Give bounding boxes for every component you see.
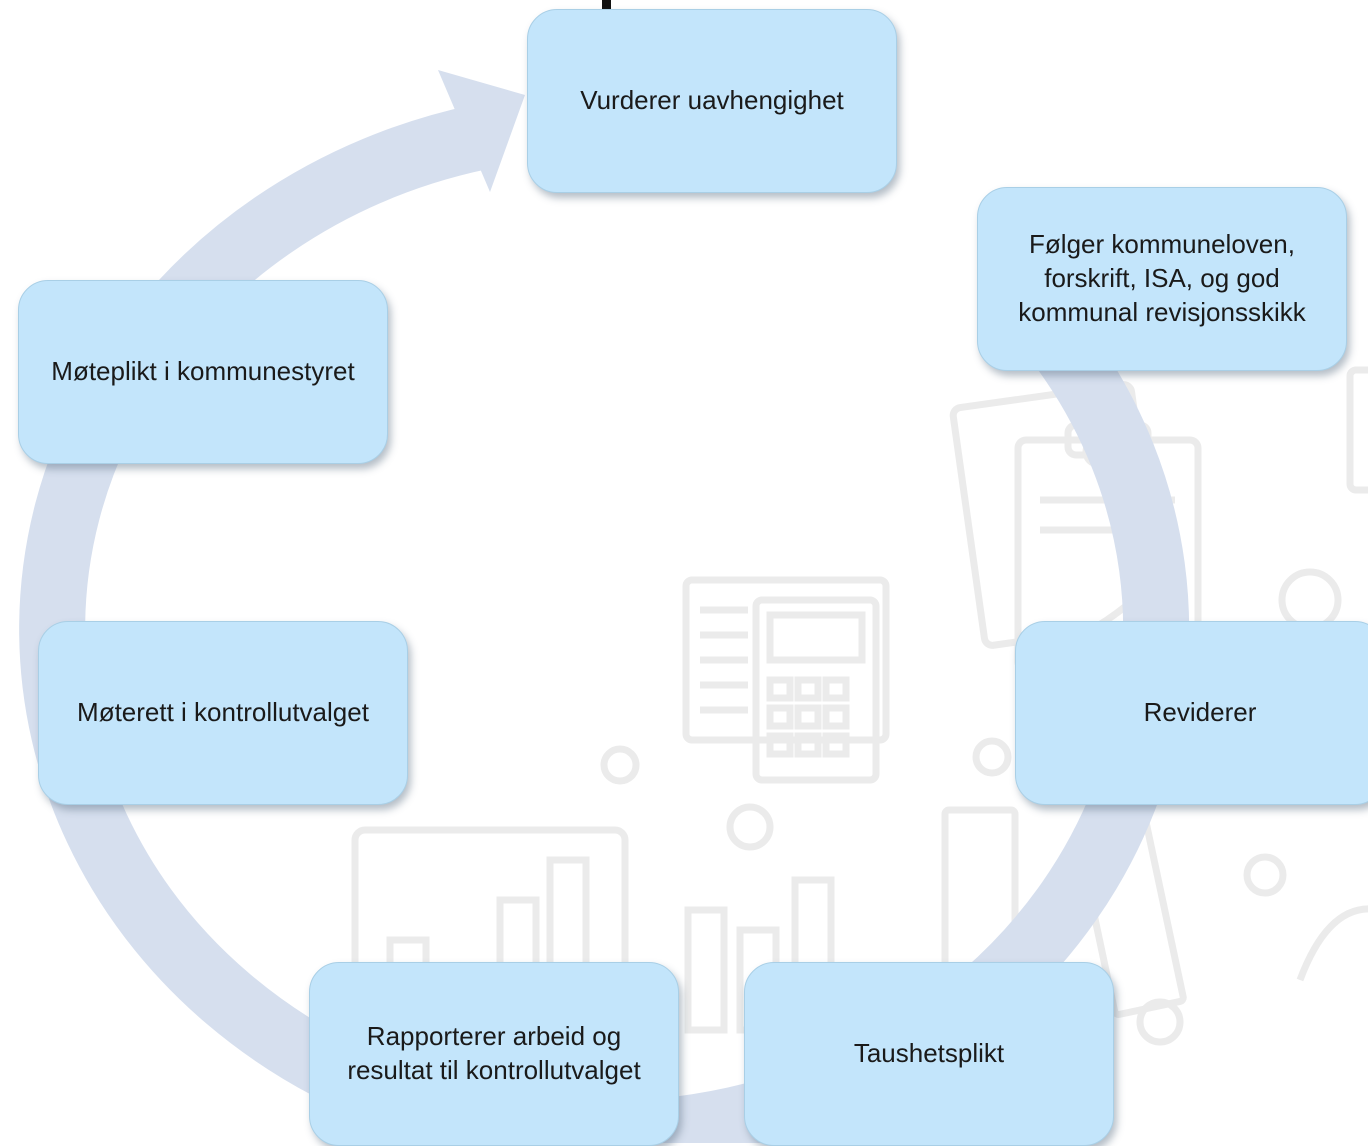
node-taushetsplikt: Taushetsplikt <box>744 962 1114 1146</box>
node-label: Rapporterer arbeid og resultat til kontr… <box>347 1021 641 1085</box>
node-moteplikt: Møteplikt i kommunestyret <box>18 280 388 464</box>
node-reviderer: Reviderer <box>1015 621 1368 805</box>
top-cutoff-mark <box>602 0 611 9</box>
node-label: Taushetsplikt <box>853 1038 1005 1069</box>
node-label: Møteplikt i kommunestyret <box>51 356 355 387</box>
node-rapporterer: Rapporterer arbeid og resultat til kontr… <box>309 962 679 1146</box>
cycle-arrowhead <box>438 70 525 192</box>
node-label: Reviderer <box>1143 697 1257 728</box>
node-label: Møterett i kontrollutvalget <box>77 697 369 728</box>
node-label: Vurderer uavhengighet <box>580 85 844 116</box>
node-moterett: Møterett i kontrollutvalget <box>38 621 408 805</box>
node-folger-kommuneloven: Følger kommuneloven, forskrift, ISA, og … <box>977 187 1347 371</box>
node-label: Følger kommuneloven, forskrift, ISA, og … <box>1018 229 1306 327</box>
node-vurderer-uavhengighet: Vurderer uavhengighet <box>527 9 897 193</box>
